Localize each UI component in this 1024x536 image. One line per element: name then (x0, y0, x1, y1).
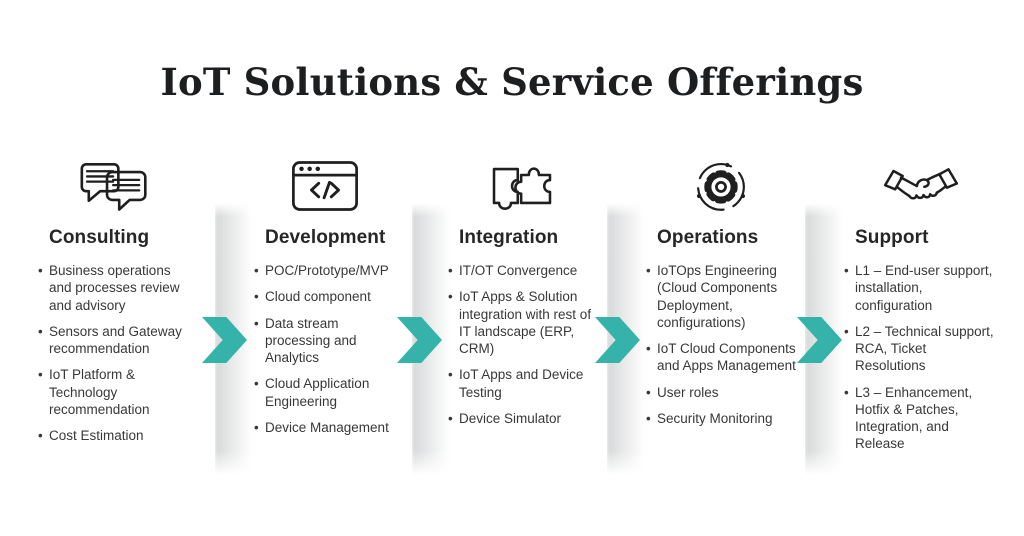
service-item: Security Monitoring (646, 410, 796, 428)
service-item: IT/OT Convergence (448, 262, 595, 280)
service-item: IoT Cloud Components and Apps Management (646, 340, 796, 375)
column-title: Operations (657, 227, 759, 248)
service-list: Business operations and processes review… (38, 262, 190, 445)
service-item: Cloud component (254, 288, 396, 306)
service-item: IoTOps Engineering (Cloud Components Dep… (646, 262, 796, 331)
service-item: IoT Platform & Technology recommendation (38, 366, 190, 418)
service-list: IoTOps Engineering (Cloud Components Dep… (646, 262, 796, 427)
column-title: Integration (459, 227, 559, 248)
column-integration: Integration IT/OT Convergence IoT Apps &… (448, 155, 595, 436)
service-item: Business operations and processes review… (38, 262, 190, 314)
chat-bubbles-icon (38, 155, 190, 217)
handshake-icon (844, 155, 998, 217)
service-item: L1 – End-user support, installation, con… (844, 262, 998, 314)
service-item: User roles (646, 384, 796, 402)
service-item: IoT Apps & Solution integration with res… (448, 288, 595, 357)
column-title: Support (855, 227, 929, 248)
column-support: Support L1 – End-user support, installat… (844, 155, 998, 462)
service-item: L2 – Technical support, RCA, Ticket Reso… (844, 323, 998, 375)
code-window-icon (254, 155, 396, 217)
service-item: Cloud Application Engineering (254, 375, 396, 410)
service-item: Device Management (254, 419, 396, 437)
service-item: Sensors and Gateway recommendation (38, 323, 190, 358)
service-item: IoT Apps and Device Testing (448, 366, 595, 401)
puzzle-pieces-icon (448, 155, 595, 217)
column-operations: Operations IoTOps Engineering (Cloud Com… (646, 155, 796, 436)
column-title: Development (265, 227, 386, 248)
service-item: Cost Estimation (38, 427, 190, 445)
gear-icon (646, 155, 796, 217)
service-list: POC/Prototype/MVP Cloud component Data s… (254, 262, 396, 436)
column-consulting: Consulting Business operations and proce… (38, 155, 190, 453)
service-item: L3 – Enhancement, Hotfix & Patches, Inte… (844, 384, 998, 453)
service-list: IT/OT Convergence IoT Apps & Solution in… (448, 262, 595, 427)
page-title: IoT Solutions & Service Offerings (160, 60, 864, 104)
column-development: Development POC/Prototype/MVP Cloud comp… (254, 155, 396, 445)
service-item: POC/Prototype/MVP (254, 262, 396, 280)
column-title: Consulting (49, 227, 150, 248)
service-item: Device Simulator (448, 410, 595, 428)
service-item: Data stream processing and Analytics (254, 315, 396, 367)
service-list: L1 – End-user support, installation, con… (844, 262, 998, 453)
